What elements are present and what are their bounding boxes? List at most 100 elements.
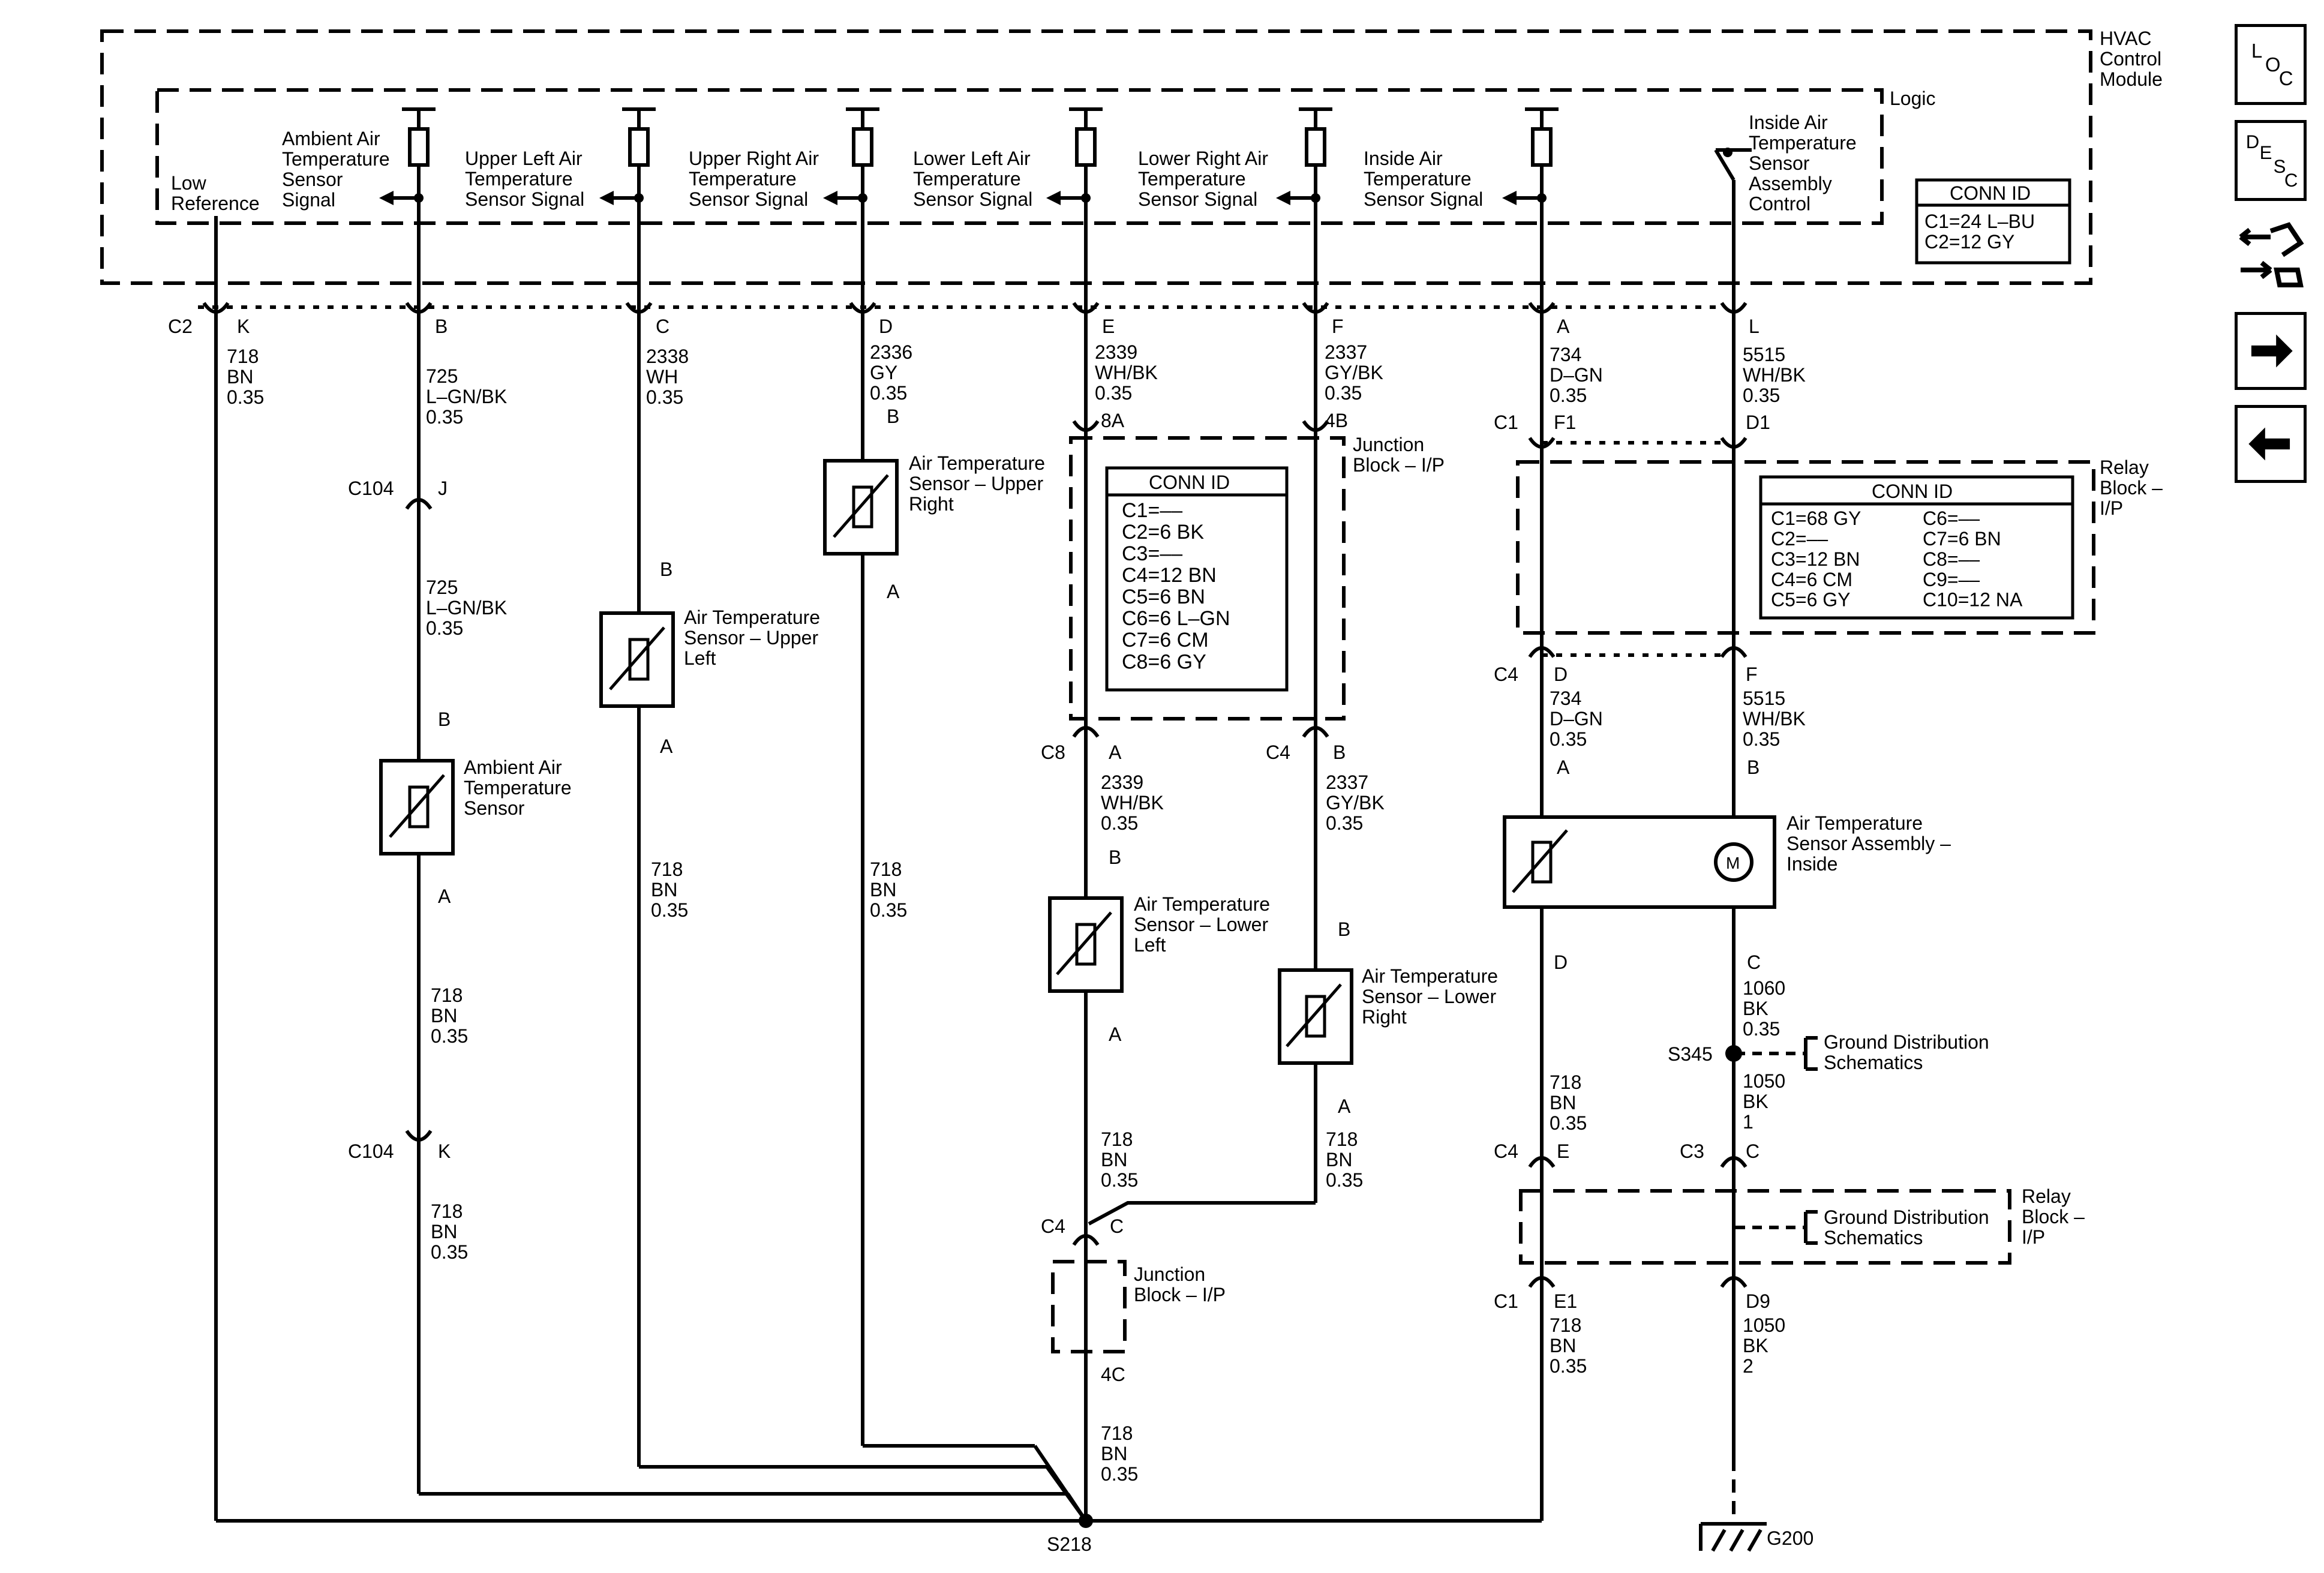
desc-c: C (2284, 170, 2298, 191)
relay-block-lower (1519, 1189, 2011, 1265)
pin-d-inside-bottom: D (1554, 951, 1568, 973)
pin-c-c3: C (1746, 1140, 1759, 1162)
wire-718-lower-right-line-2: 0.35 (1326, 1169, 1363, 1191)
wire-718-upper-left-line-0: 718 (651, 858, 683, 880)
wire-718-low-ref-line-0: 718 (227, 346, 259, 367)
prev-button[interactable] (2235, 405, 2307, 483)
wire-718-ambient-lower-line-0: 718 (431, 1200, 463, 1222)
pin-a-upper-right: A (887, 581, 900, 602)
junction-conn-rows-line-0: C1=–– (1122, 499, 1182, 522)
wire-5515-upper-line-0: 5515 (1743, 344, 1785, 365)
sensor-lower-left (1048, 896, 1124, 993)
wire-1050-a-line-2: 1 (1743, 1111, 1753, 1133)
wire-2338-line-0: 2338 (646, 346, 689, 367)
relay-conn-left-line-3: C4=6 CM (1771, 569, 1852, 590)
pin-k: K (237, 316, 250, 337)
junction-conn-title: CONN ID (1149, 472, 1230, 493)
splice-s218: S218 (1047, 1533, 1092, 1555)
relay-block-lower-label-line-0: Relay (2022, 1185, 2071, 1207)
signal-upper-left-line-0: Upper Left Air (465, 148, 582, 169)
pin-b-lower-left: B (1109, 846, 1121, 868)
wire-718-c1-line-0: 718 (1550, 1314, 1581, 1336)
relay-conn-right-line-0: C6=–– (1923, 508, 1980, 529)
signal-upper-left-line-1: Temperature (465, 168, 573, 190)
pin-d9: D9 (1746, 1290, 1770, 1312)
signal-low-reference-line-1: Reference (171, 193, 260, 214)
hvac-module-box (100, 29, 2092, 285)
relay-conn-left-line-4: C5=6 GY (1771, 589, 1851, 611)
signal-inside-control-line-3: Assembly (1749, 173, 1832, 194)
pin-d-c4: D (1554, 664, 1568, 685)
sensor-lower-right-label-line-1: Sensor – Lower (1362, 986, 1496, 1007)
sensor-inside-label-line-1: Sensor Assembly – (1786, 833, 1951, 854)
relay-conn-title: CONN ID (1872, 481, 1953, 502)
module-title-line-1: Control (2100, 48, 2161, 70)
sensor-upper-left-label-line-1: Sensor – Upper (684, 627, 818, 649)
next-button[interactable] (2235, 312, 2307, 390)
wire-718-lower-right-line-0: 718 (1326, 1128, 1358, 1150)
wire-2338-line-1: WH (646, 366, 678, 388)
signal-upper-right-line-2: Sensor Signal (689, 188, 808, 210)
wire-1050-b-line-2: 2 (1743, 1355, 1753, 1377)
signal-inside-line-2: Sensor Signal (1364, 188, 1483, 210)
relay-block-label-line-2: I/P (2100, 497, 2123, 519)
wire-2337-lower-line-2: 0.35 (1326, 812, 1363, 834)
sensor-upper-left-label-line-2: Left (684, 647, 716, 669)
ground-dist-lower-line-0: Ground Distribution (1824, 1206, 1989, 1228)
pin-b-upper-left: B (660, 559, 672, 580)
junction-block-label-line-1: Block – I/P (1353, 454, 1445, 476)
signal-inside-control-line-2: Sensor (1749, 152, 1810, 174)
wire-2337-upper-line-1: GY/BK (1325, 362, 1383, 383)
module-title-line-0: HVAC (2100, 28, 2152, 49)
ground-icon (1699, 1522, 1767, 1552)
junction-conn-rows-line-6: C7=6 CM (1122, 629, 1209, 652)
signal-ambient-line-2: Sensor (282, 169, 343, 190)
signal-inside-control-line-0: Inside Air (1749, 112, 1828, 133)
pin-d-upper-right: D (879, 316, 893, 337)
wire-734-upper-line-0: 734 (1550, 344, 1581, 365)
conn-c4-lower-right: C4 (1266, 742, 1290, 763)
signal-ambient-line-1: Temperature (282, 148, 390, 170)
pin-b-inside-sensor: B (1747, 757, 1759, 778)
wire-725-lower-line-2: 0.35 (426, 617, 463, 639)
sensor-upper-right-label-line-1: Sensor – Upper (909, 473, 1043, 494)
module-conn-rows-line-1: C2=12 GY (1924, 231, 2014, 253)
pin-a-ambient-sensor: A (438, 885, 451, 907)
relay-conn-right-line-1: C7=6 BN (1923, 528, 2001, 550)
wire-718-lower-left-line-2: 0.35 (1101, 1169, 1138, 1191)
wire-718-upper-left-line-2: 0.35 (651, 899, 688, 921)
wire-718-inside-line-1: BN (1550, 1092, 1576, 1113)
text-layer: HVACControlModuleLogicLowReferenceAmbien… (168, 28, 2163, 1555)
pin-j: J (438, 478, 448, 499)
junction-conn-rows-line-4: C5=6 BN (1122, 586, 1205, 608)
relay-block-lower-label-line-2: I/P (2022, 1226, 2045, 1248)
signal-lower-right-line-2: Sensor Signal (1138, 188, 1257, 210)
wire-2338-line-2: 0.35 (646, 386, 683, 408)
pin-f: F (1332, 316, 1344, 337)
sensor-upper-right-label-line-0: Air Temperature (909, 452, 1045, 474)
wire-725-upper-line-1: L–GN/BK (426, 386, 507, 407)
signal-upper-left-line-2: Sensor Signal (465, 188, 584, 210)
wire-5515-upper-line-1: WH/BK (1743, 364, 1806, 386)
motor-icon (1714, 842, 1753, 882)
relay-conn-right-line-2: C8=–– (1923, 548, 1980, 570)
pin-8a: 8A (1101, 410, 1125, 431)
signal-low-reference-line-0: Low (171, 172, 207, 194)
pin-b-ambient-sensor: B (438, 709, 451, 730)
relay-block-label-line-1: Block – (2100, 477, 2163, 499)
signal-lower-right-line-1: Temperature (1138, 168, 1246, 190)
desc-e: E (2260, 142, 2272, 163)
wire-2337-upper-line-0: 2337 (1325, 341, 1367, 363)
connector-swap-icon[interactable] (2235, 213, 2307, 294)
wire-2337-lower-line-0: 2337 (1326, 772, 1368, 793)
wire-725-upper-line-2: 0.35 (426, 406, 463, 428)
conn-c3: C3 (1680, 1140, 1704, 1162)
relay-conn-right-line-3: C9=–– (1923, 569, 1980, 590)
wire-718-ambient-line-2: 0.35 (431, 1025, 468, 1047)
wire-734-lower-line-2: 0.35 (1550, 728, 1587, 750)
wire-718-lower-left-line-0: 718 (1101, 1128, 1133, 1150)
wire-1060-line-1: BK (1743, 998, 1768, 1019)
